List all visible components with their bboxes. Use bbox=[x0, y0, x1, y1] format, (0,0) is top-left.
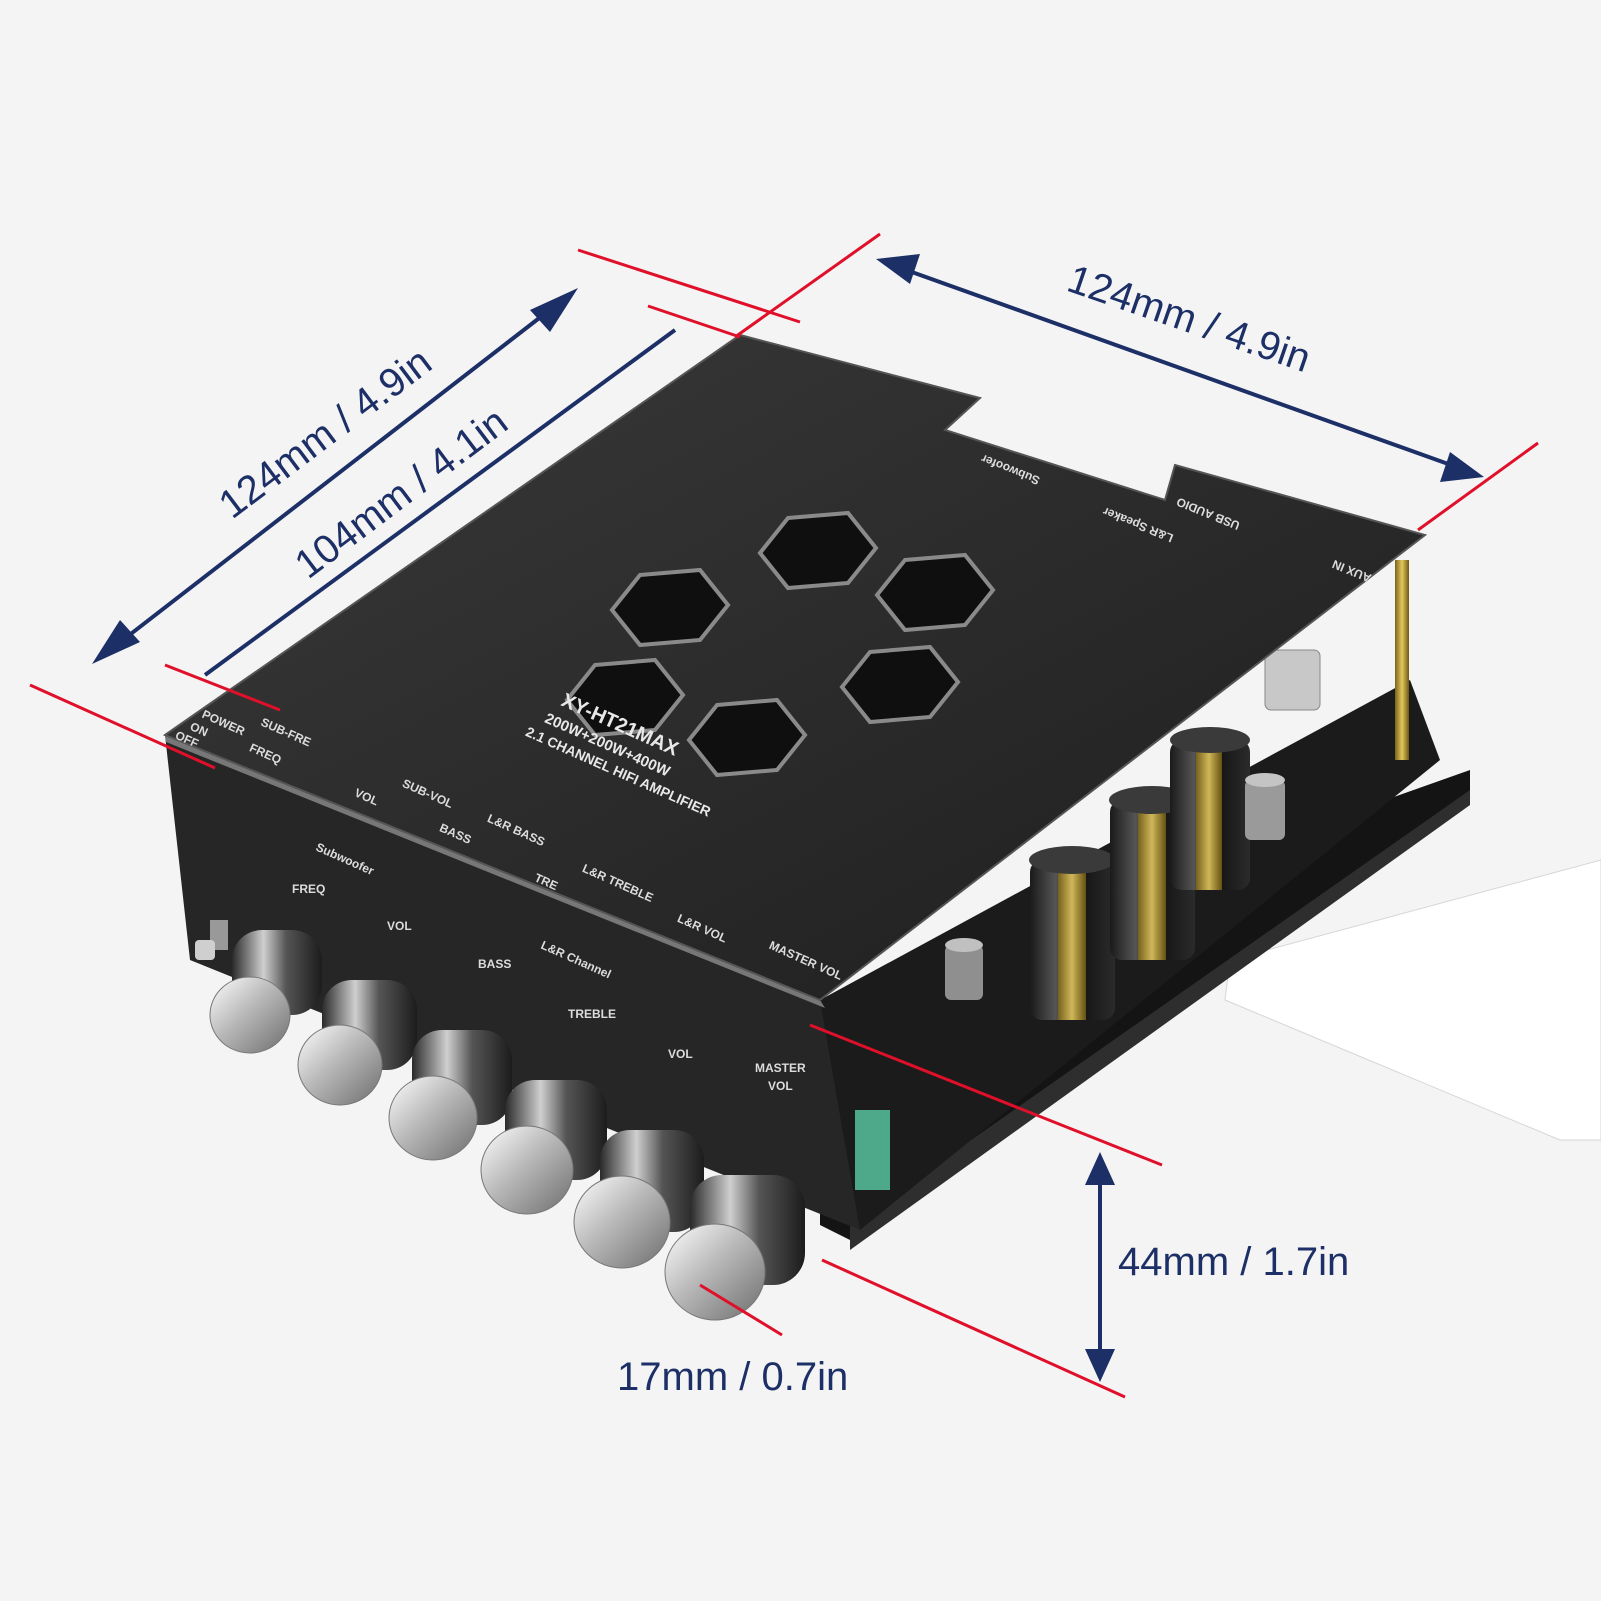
front-bass-label: BASS bbox=[478, 957, 511, 971]
front-vol-label: VOL bbox=[387, 919, 412, 933]
front-lr-vol-label: VOL bbox=[668, 1047, 693, 1061]
hexagon-vents bbox=[564, 510, 996, 778]
on-label: ON bbox=[188, 719, 210, 739]
knob-lr-treble[interactable] bbox=[480, 1080, 607, 1215]
front-treble-label: TREBLE bbox=[568, 1007, 616, 1021]
knob-subwoofer-vol[interactable] bbox=[297, 980, 417, 1106]
green-connector bbox=[855, 1110, 890, 1190]
capacitors bbox=[945, 727, 1285, 1020]
front-panel bbox=[165, 735, 860, 1230]
top-plate bbox=[162, 333, 1428, 1002]
knob-lr-bass[interactable] bbox=[388, 1030, 512, 1161]
knob-master-vol[interactable] bbox=[664, 1175, 805, 1321]
dimension-height: 44mm / 1.7in bbox=[1118, 1240, 1349, 1284]
usb-port bbox=[1264, 649, 1321, 711]
dimension-knob-height: 17mm / 0.7in bbox=[617, 1355, 848, 1399]
front-master-vol-label: VOL bbox=[768, 1079, 793, 1093]
brass-standoff bbox=[1395, 560, 1409, 760]
front-freq-label: FREQ bbox=[292, 882, 325, 896]
dimension-top-right: 124mm / 4.9in bbox=[1062, 257, 1316, 381]
white-stand bbox=[1224, 859, 1601, 1141]
dimension-arrows bbox=[92, 254, 1484, 1382]
power-toggle-switch[interactable] bbox=[195, 920, 228, 960]
front-master-label: MASTER bbox=[755, 1061, 806, 1075]
knob-subwoofer-freq[interactable] bbox=[209, 930, 322, 1054]
extension-lines bbox=[29, 232, 1539, 1399]
knob-lr-vol[interactable] bbox=[573, 1130, 704, 1269]
